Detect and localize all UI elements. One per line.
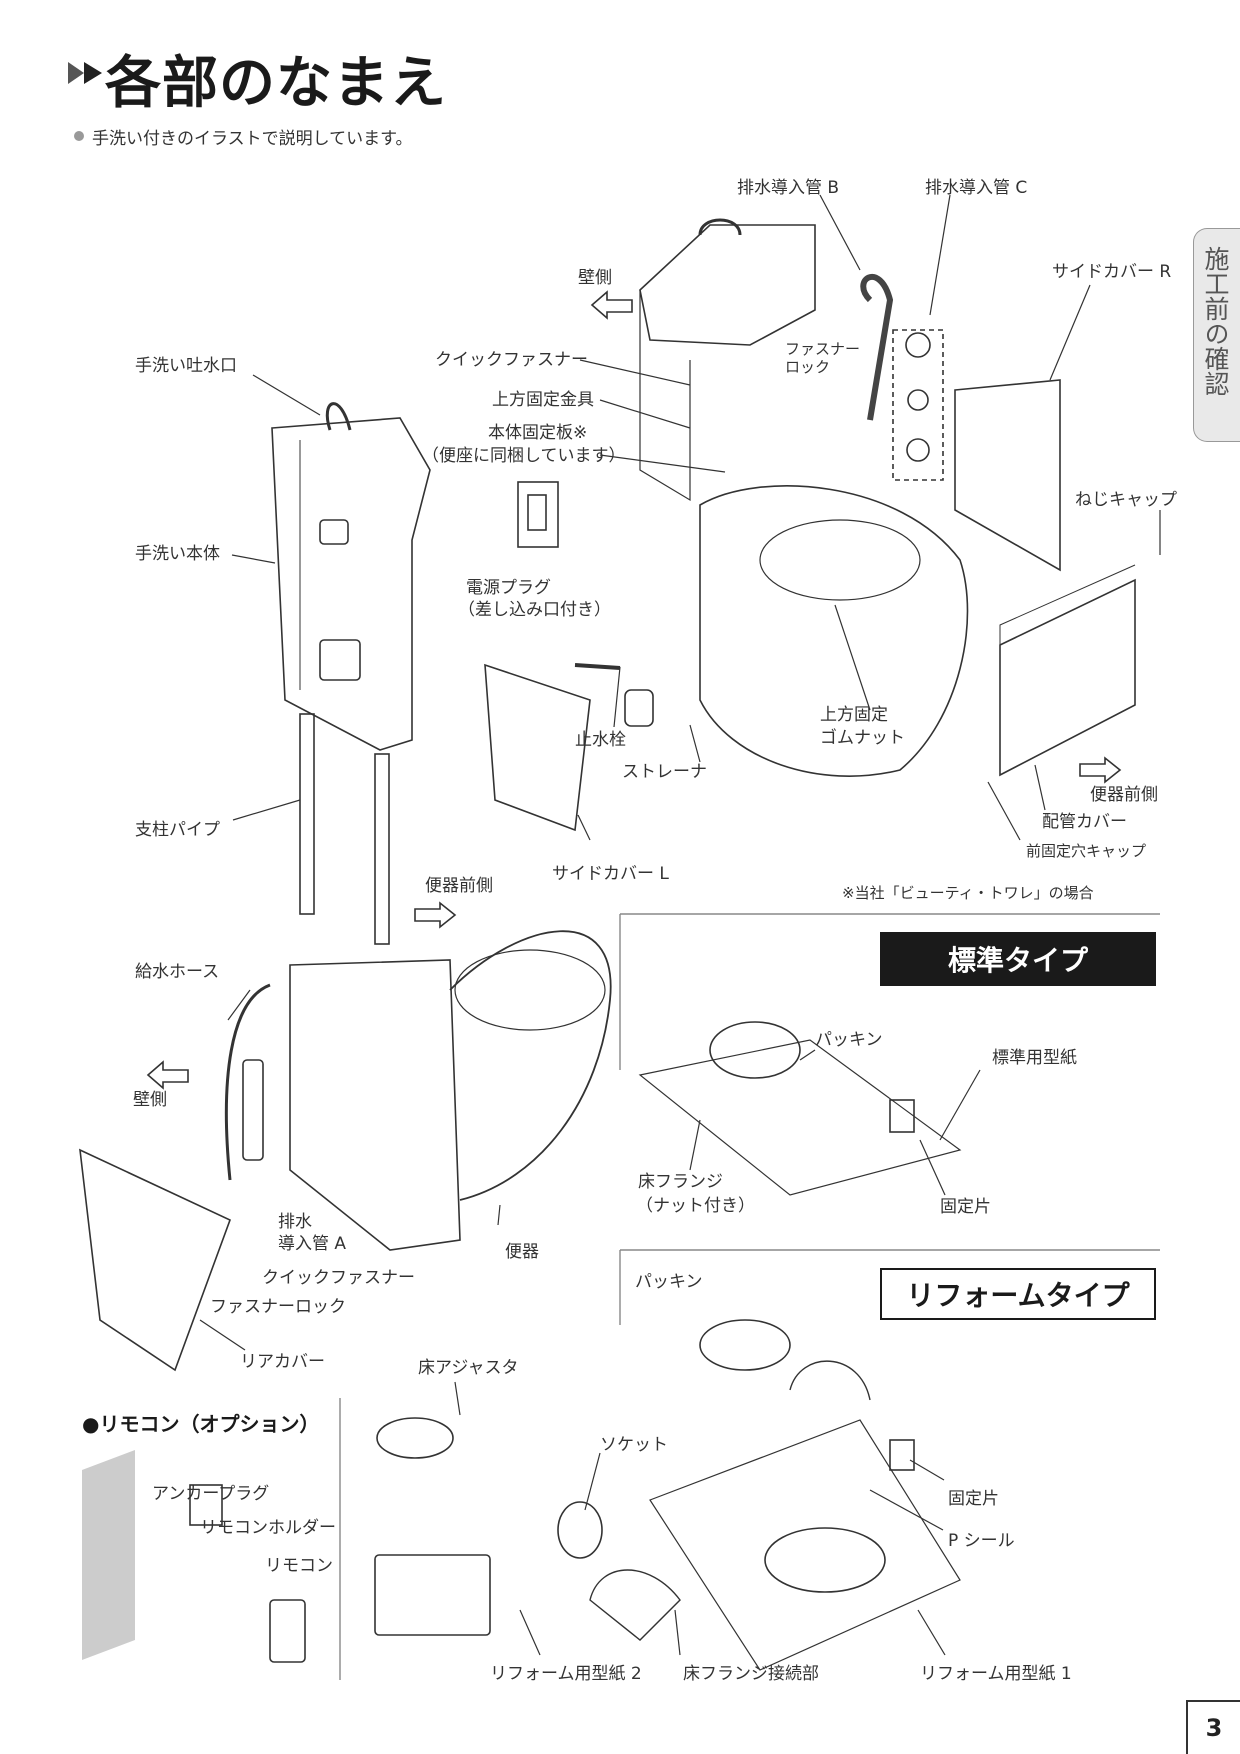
page-number: 3 — [1186, 1700, 1240, 1754]
toilet-body-top-illustration — [699, 485, 969, 777]
title-arrow-icon — [68, 62, 102, 84]
label-standard-fixing-piece: 固定片 — [940, 1197, 991, 1217]
standard-flange-illustration — [638, 1021, 962, 1196]
remocon-illustration — [82, 1450, 306, 1663]
leader-lines — [199, 194, 1161, 1656]
label-toilet-front-right: 便器前側 — [1090, 785, 1158, 805]
side-cover-r-illustration — [954, 379, 1061, 572]
label-reform-template-2: リフォーム用型紙 2 — [490, 1664, 642, 1684]
label-floor-flange: 床フランジ — [638, 1172, 723, 1192]
label-reform-fixing-piece: 固定片 — [948, 1489, 999, 1509]
label-fastener-lock-bottom: ファスナーロック — [210, 1297, 346, 1317]
label-quick-fastener-top: クイックファスナー — [435, 350, 588, 370]
label-reform-template-1: リフォーム用型紙 1 — [920, 1664, 1072, 1684]
label-standard-template: 標準用型紙 — [992, 1048, 1077, 1068]
label-toilet-front-mid: 便器前側 — [425, 876, 493, 896]
label-floor-adjuster: 床アジャスタ — [418, 1358, 519, 1378]
label-handwash-spout: 手洗い吐水口 — [135, 356, 237, 376]
label-wall-side-left: 壁側 — [133, 1090, 167, 1110]
label-socket: ソケット — [600, 1435, 668, 1455]
label-side-cover-l: サイドカバー L — [552, 864, 669, 884]
label-side-cover-r: サイドカバー R — [1052, 262, 1172, 282]
label-upper-rubber-nut-2: ゴムナット — [820, 728, 905, 748]
label-stop-valve: 止水栓 — [575, 730, 626, 750]
front-side-arrow-mid-icon — [414, 901, 457, 929]
page-note: 手洗い付きのイラストで説明しています。 — [92, 129, 413, 149]
tank-illustration — [639, 218, 816, 502]
label-anchor-plug: アンカープラグ — [152, 1484, 270, 1504]
label-power-plug: 電源プラグ — [466, 578, 551, 598]
label-standard-packing: パッキン — [815, 1030, 883, 1050]
label-wall-side-top: 壁側 — [578, 268, 612, 288]
label-pipe-cover: 配管カバー — [1042, 812, 1127, 832]
label-power-plug-note: （差し込み口付き） — [458, 600, 611, 620]
label-supply-hose: 給水ホース — [135, 962, 220, 982]
support-pipe-illustration — [299, 713, 390, 945]
label-strainer: ストレーナ — [622, 762, 707, 782]
supply-hose-illustration — [224, 983, 271, 1181]
remocon-heading: ●リモコン（オプション） — [82, 1412, 320, 1436]
label-drain-pipe-a-2: 導入管 A — [278, 1234, 347, 1254]
section-tab — [1193, 228, 1240, 442]
wall-side-arrow-left-icon — [146, 1060, 189, 1090]
label-flange-joint: 床フランジ接続部 — [683, 1664, 819, 1684]
label-upper-rubber-nut: 上方固定 — [820, 705, 888, 725]
pipe-cover-illustration — [999, 564, 1136, 777]
standard-type-heading: 標準タイプ — [880, 932, 1156, 986]
reform-flange-illustration — [374, 1319, 961, 1671]
label-remocon-holder: リモコンホルダー — [200, 1518, 336, 1538]
label-body-plate: 本体固定板※ — [488, 423, 588, 443]
side-cover-l-illustration — [484, 663, 591, 832]
wall-side-arrow-top-icon — [590, 290, 633, 320]
label-upper-bracket: 上方固定金具 — [492, 390, 594, 410]
label-reform-packing: パッキン — [635, 1272, 703, 1292]
label-drain-pipe-a: 排水 — [278, 1212, 312, 1232]
label-drain-pipe-c: 排水導入管 C — [925, 178, 1028, 198]
wall-outlet-illustration — [517, 481, 559, 548]
handwash-body-illustration — [271, 402, 431, 751]
label-support-pipe: 支柱パイプ — [135, 820, 220, 840]
label-screw-cap: ねじキャップ — [1075, 490, 1177, 510]
bullet-icon — [74, 131, 84, 141]
label-toilet-bowl: 便器 — [505, 1242, 539, 1262]
label-front-hole-cap: 前固定穴キャップ — [1026, 842, 1147, 860]
label-p-seal: P シール — [948, 1531, 1015, 1551]
front-side-arrow-right-icon — [1079, 756, 1122, 784]
reform-type-heading: リフォームタイプ — [880, 1268, 1156, 1320]
label-rear-cover: リアカバー — [240, 1352, 325, 1372]
drain-pipes-illustration — [860, 274, 944, 481]
label-floor-flange-note: （ナット付き） — [636, 1196, 755, 1216]
label-beauty-toilet-note: ※当社「ビューティ・トワレ」の場合 — [842, 884, 1094, 902]
label-handwash-body: 手洗い本体 — [135, 544, 220, 564]
label-drain-pipe-b: 排水導入管 B — [737, 178, 840, 198]
page-title: 各部のなまえ — [105, 51, 447, 116]
label-fastener-lock-top: ファスナーロック — [785, 340, 861, 376]
label-remocon: リモコン — [265, 1556, 333, 1576]
toilet-bowl-illustration — [289, 930, 612, 1251]
label-body-plate-note: （便座に同梱しています） — [422, 446, 626, 466]
rear-cover-illustration — [79, 1148, 232, 1372]
stop-valve-illustration — [574, 663, 654, 727]
label-quick-fastener-bottom: クイックファスナー — [262, 1268, 415, 1288]
section-tab-label: 施工前の確認 — [1201, 246, 1230, 396]
